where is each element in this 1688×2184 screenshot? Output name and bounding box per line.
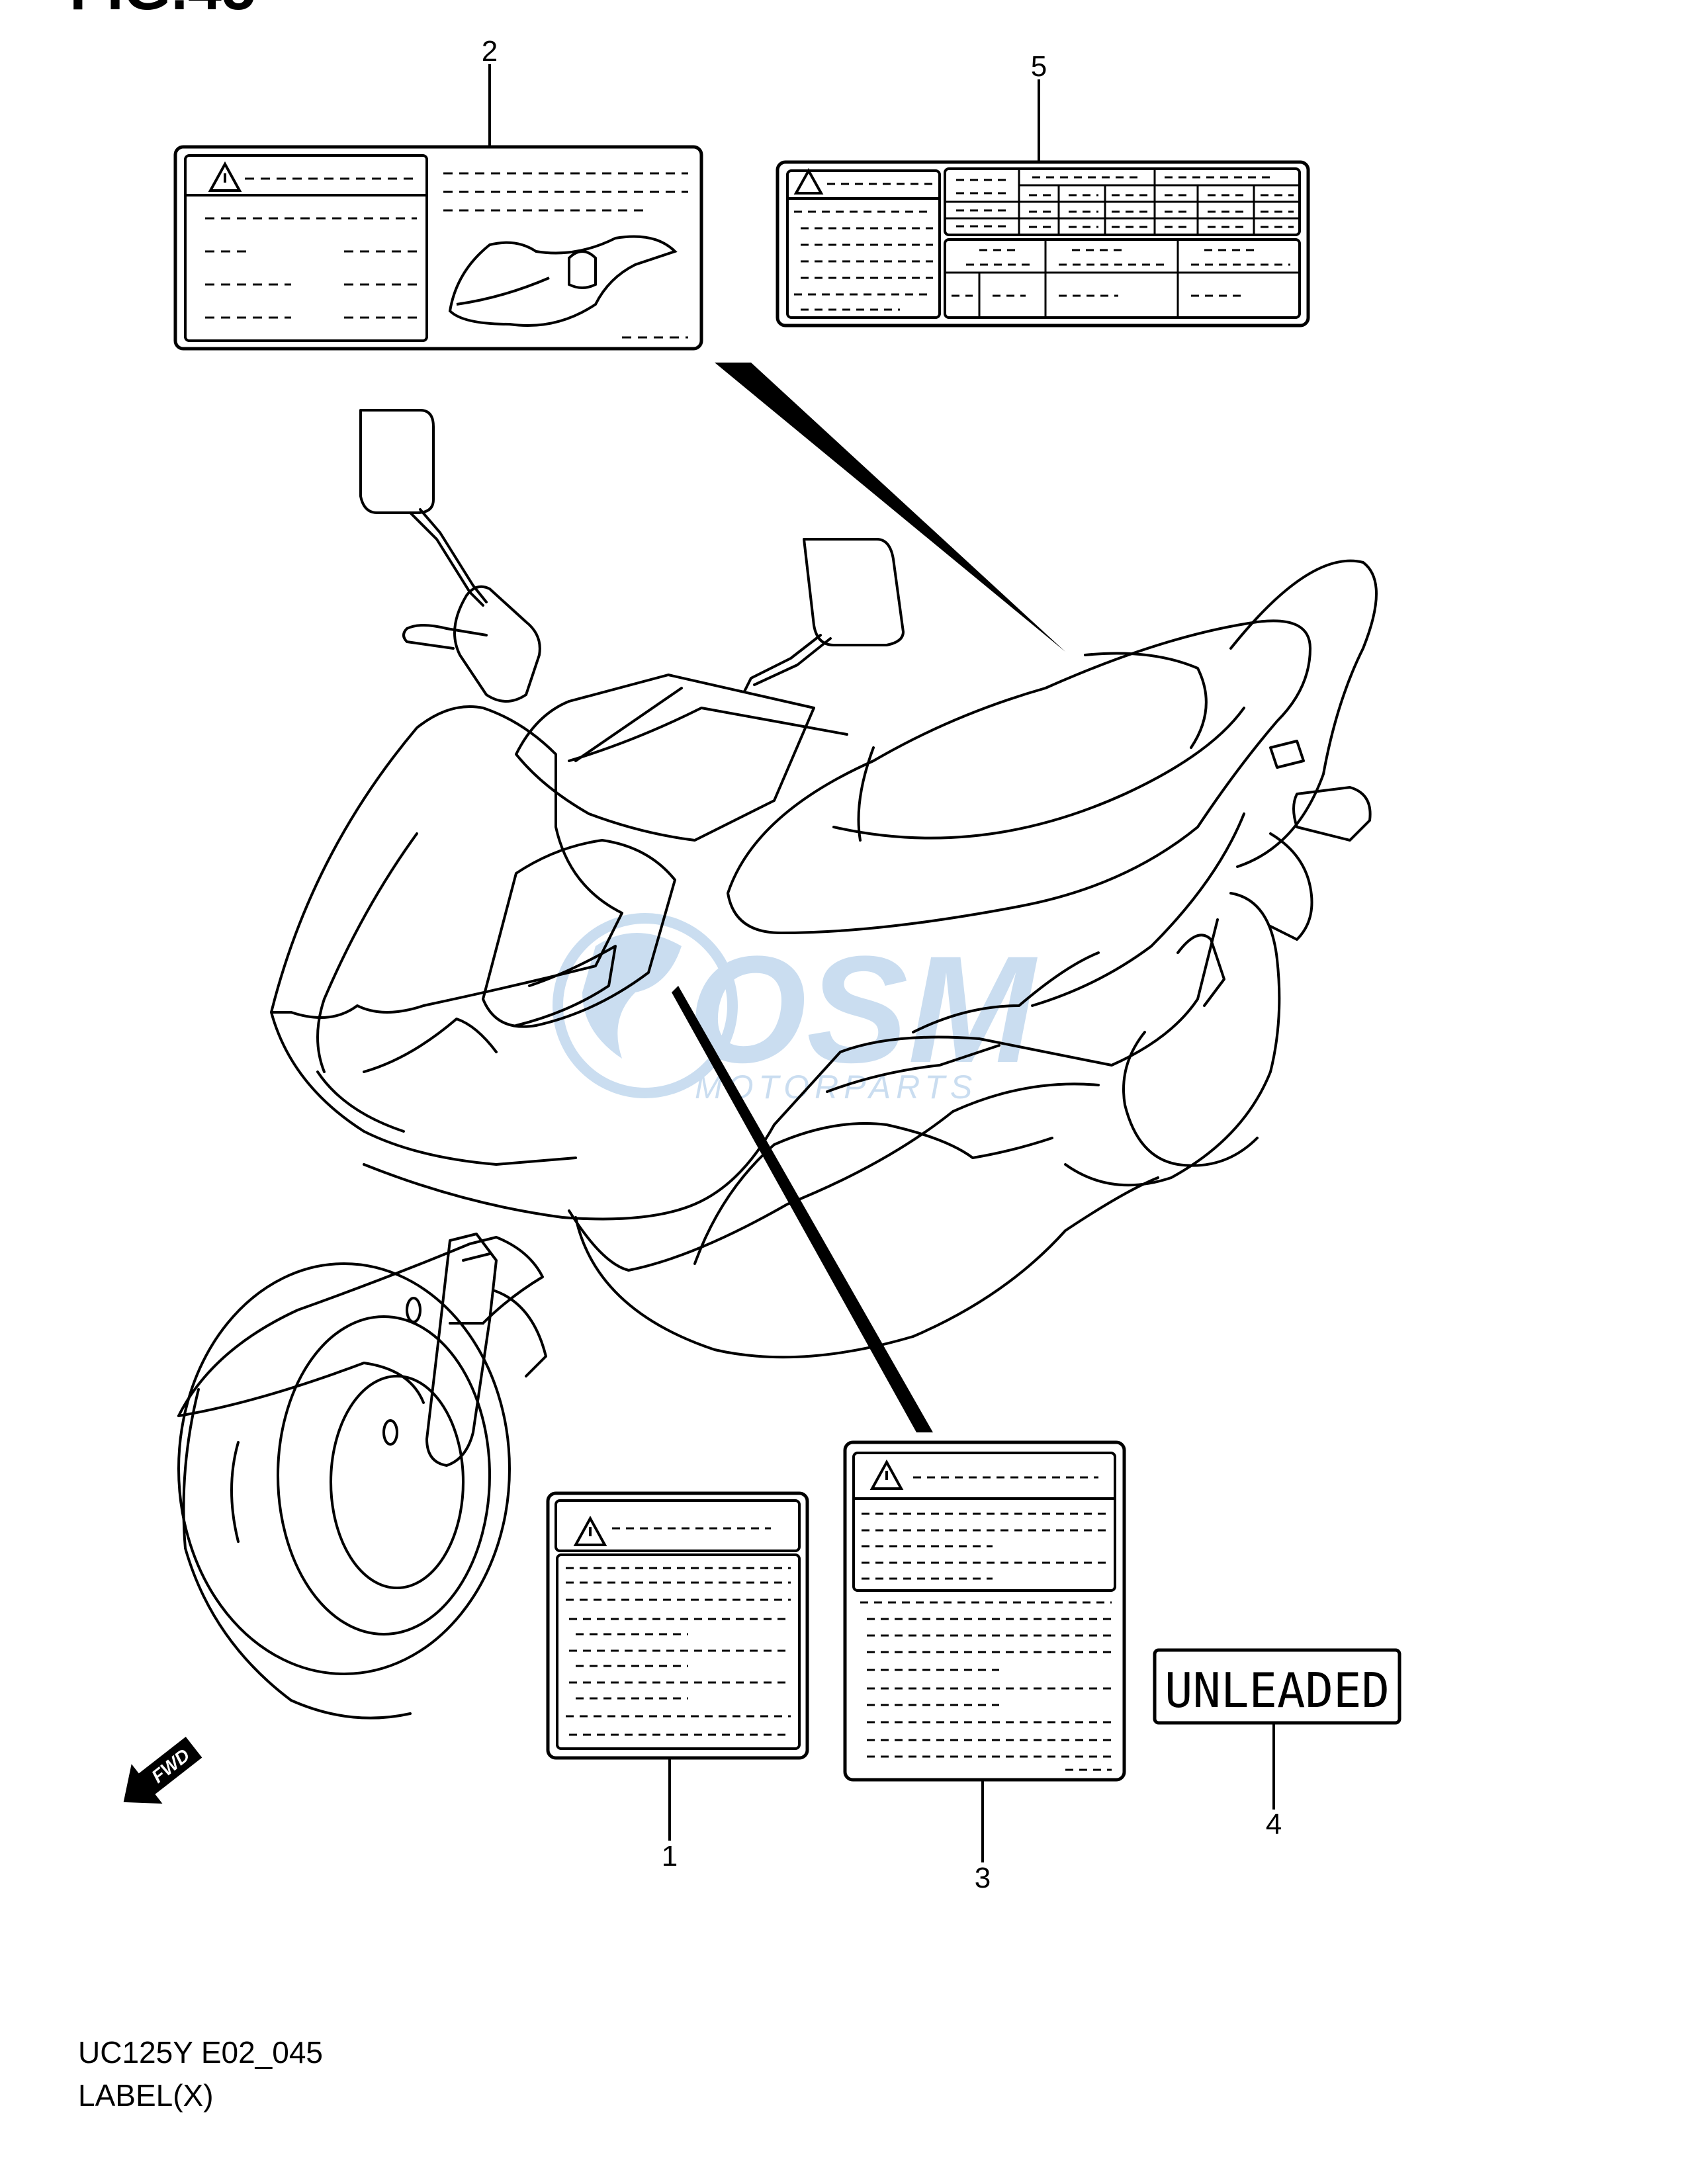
unleaded-text: UNLEADED — [1165, 1663, 1390, 1718]
warning-triangle-icon — [208, 161, 242, 192]
leader-wedge-label-3 — [672, 986, 933, 1432]
callout-2: 2 — [482, 35, 498, 67]
warning-triangle-icon — [869, 1459, 904, 1490]
warning-triangle-icon — [573, 1515, 607, 1546]
figure-header: FIG.45 — [69, 0, 255, 22]
leader-wedge-label-2 — [715, 363, 1065, 652]
label-5-tire-pressure — [776, 160, 1310, 328]
callout-5: 5 — [1031, 50, 1047, 83]
label-3-warning — [843, 1440, 1126, 1782]
callout-3: 3 — [975, 1862, 991, 1894]
warning-triangle-icon — [793, 167, 824, 195]
callout-4: 4 — [1266, 1808, 1282, 1841]
label-1-warning — [546, 1491, 809, 1760]
diagram-code: UC125Y E02_045 — [78, 2035, 323, 2070]
callout-1: 1 — [662, 1840, 678, 1872]
diagram-title: LABEL(X) — [78, 2078, 214, 2113]
fwd-arrow-icon: FWD — [123, 1736, 202, 1804]
label-2-seat-warning — [173, 145, 703, 351]
label-4-unleaded: UNLEADED — [1153, 1648, 1401, 1725]
scooter-drawing — [177, 409, 1378, 1720]
watermark-globe-icon — [553, 913, 738, 1098]
